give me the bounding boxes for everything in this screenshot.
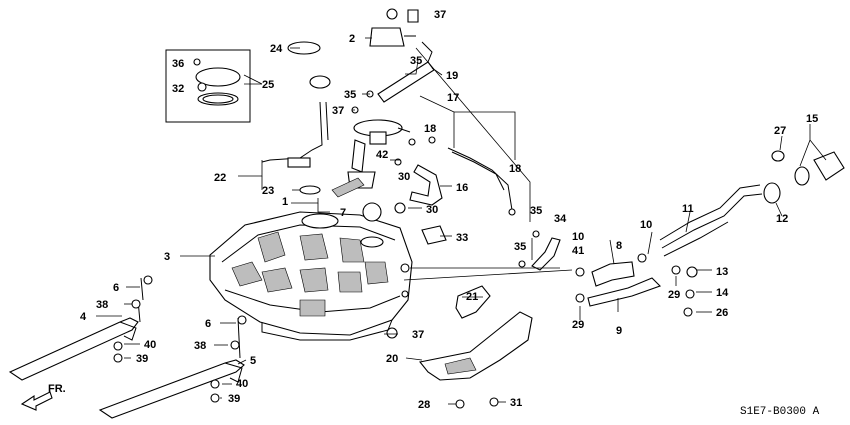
tank-strap-left xyxy=(8,277,144,381)
callout-5: 5 xyxy=(250,355,256,367)
callout-35d: 35 xyxy=(514,241,526,253)
callout-3: 3 xyxy=(164,251,170,263)
callout-21: 21 xyxy=(466,291,478,303)
callout-6a: 6 xyxy=(113,282,119,294)
callout-9: 9 xyxy=(616,325,622,337)
fuel-pump-module xyxy=(299,119,411,198)
fuel-tank xyxy=(209,211,413,341)
callout-36: 36 xyxy=(172,58,184,70)
callout-31: 31 xyxy=(510,397,522,409)
callout-13: 13 xyxy=(716,266,728,278)
callout-10b: 10 xyxy=(572,231,584,243)
callout-24: 24 xyxy=(270,43,283,55)
heat-shield-20 xyxy=(419,311,533,381)
callout-12: 12 xyxy=(776,213,788,225)
callout-25: 25 xyxy=(262,79,274,91)
fuel-gauge-sender xyxy=(261,75,331,168)
leader-lines xyxy=(96,37,827,405)
callout-39b: 39 xyxy=(228,393,240,405)
front-direction-arrow: FR. xyxy=(20,383,66,411)
vent-pipe-17 xyxy=(447,147,513,211)
callout-1: 1 xyxy=(282,196,288,208)
callout-15: 15 xyxy=(806,113,818,125)
callout-30b: 30 xyxy=(426,204,438,216)
callout-40a: 40 xyxy=(144,339,156,351)
callout-41: 41 xyxy=(572,245,584,257)
callout-37b: 37 xyxy=(332,105,344,117)
filler-neck xyxy=(659,150,845,257)
callout-28: 28 xyxy=(418,399,430,411)
callout-17: 17 xyxy=(447,92,459,104)
callout-35c: 35 xyxy=(530,205,542,217)
tank-strap-right xyxy=(98,317,245,419)
fasteners xyxy=(113,8,698,409)
callout-32: 32 xyxy=(172,83,184,95)
callout-7: 7 xyxy=(340,207,346,219)
diagram-code: S1E7-B0300 A xyxy=(740,406,820,418)
filler-hose-8 xyxy=(591,261,635,287)
callout-18a: 18 xyxy=(424,123,436,135)
callout-35b: 35 xyxy=(344,89,356,101)
callout-38a: 38 xyxy=(96,299,108,311)
rollover-valve xyxy=(369,9,419,47)
callout-42: 42 xyxy=(376,149,388,161)
callout-35a: 35 xyxy=(410,55,422,67)
callout-34: 34 xyxy=(554,213,567,225)
callout-22: 22 xyxy=(214,172,226,184)
callout-20: 20 xyxy=(386,353,398,365)
hose-16 xyxy=(409,164,443,206)
callout-numbers: 1 2 3 4 5 6 6 7 8 9 10 10 11 12 13 14 15… xyxy=(80,9,818,411)
callout-26: 26 xyxy=(716,307,728,319)
breather-hose-9 xyxy=(587,277,662,307)
fuel-pump-cover xyxy=(193,41,321,106)
callout-27: 27 xyxy=(774,125,786,137)
callout-6b: 6 xyxy=(205,318,211,330)
callout-10a: 10 xyxy=(640,219,652,231)
callout-40b: 40 xyxy=(236,378,248,390)
pump-box xyxy=(165,49,251,123)
callout-19: 19 xyxy=(446,70,458,82)
callout-4: 4 xyxy=(80,311,87,323)
callout-38b: 38 xyxy=(194,340,206,352)
callout-18b: 18 xyxy=(509,163,521,175)
hose-34 xyxy=(531,237,561,271)
front-label: FR. xyxy=(48,383,66,395)
callout-30a: 30 xyxy=(398,171,410,183)
callout-2: 2 xyxy=(349,33,355,45)
callout-23: 23 xyxy=(262,185,274,197)
callout-37c: 37 xyxy=(412,329,424,341)
callout-33: 33 xyxy=(456,232,468,244)
callout-14: 14 xyxy=(716,287,729,299)
callout-8: 8 xyxy=(616,240,622,252)
callout-16: 16 xyxy=(456,182,468,194)
callout-37a: 37 xyxy=(434,9,446,21)
callout-29a: 29 xyxy=(572,319,584,331)
callout-29b: 29 xyxy=(668,289,680,301)
callout-39a: 39 xyxy=(136,353,148,365)
hose-19 xyxy=(377,41,435,103)
heat-shield-21 xyxy=(455,285,491,319)
callout-11: 11 xyxy=(682,203,694,215)
